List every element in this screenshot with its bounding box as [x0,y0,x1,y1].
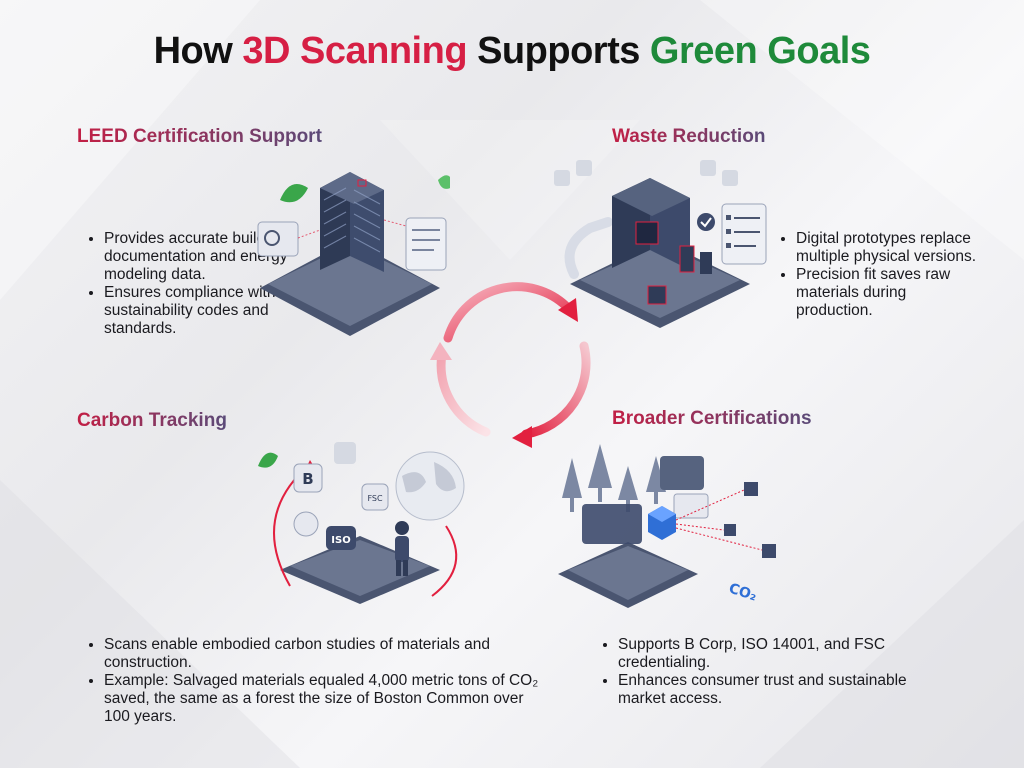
fsc-badge: FSC [367,494,383,503]
co2-label: CO₂ [727,581,759,605]
carbon-bullet-1: Scans enable embodied carbon studies of … [104,636,552,672]
waste-bullet-2: Precision fit saves raw materials during… [796,266,982,320]
title-part-3: Supports [467,30,650,72]
iso-badge: ISO [331,535,350,546]
carbon-bullet-2: Example: Salvaged materials equaled 4,00… [104,672,552,726]
leed-building-illustration [257,172,450,336]
carbon-bullet-list: Scans enable embodied carbon studies of … [82,636,552,726]
leed-section-title: LEED Certification Support [77,126,322,147]
cycle-arrows [430,282,591,448]
carbon-section-title: Carbon Tracking [77,410,227,431]
title-highlight-3d-scanning: 3D Scanning [242,30,468,72]
broader-bullet-2: Enhances consumer trust and sustainable … [618,672,958,708]
broader-certifications-illustration: CO₂ [558,444,776,608]
title-highlight-green-goals: Green Goals [649,30,871,72]
waste-section-title: Waste Reduction [612,126,766,147]
broader-bullet-1: Supports B Corp, ISO 14001, and FSC cred… [618,636,958,672]
leed-bullet-list: Provides accurate building documentation… [82,230,316,338]
page-title: How 3D Scanning Supports Green Goals [0,30,1024,73]
title-part-1: How [153,30,243,72]
waste-bullet-1: Digital prototypes replace multiple phys… [796,230,982,266]
b-corp-badge: B [302,470,313,488]
waste-printer-illustration [554,160,767,328]
carbon-tracking-illustration: B FSC ISO [258,442,465,604]
leed-bullet-2: Ensures compliance with sustainability c… [104,284,316,338]
waste-bullet-list: Digital prototypes replace multiple phys… [774,230,982,320]
leed-bullet-1: Provides accurate building documentation… [104,230,316,284]
broader-section-title: Broader Certifications [612,408,812,429]
broader-bullet-list: Supports B Corp, ISO 14001, and FSC cred… [596,636,958,708]
